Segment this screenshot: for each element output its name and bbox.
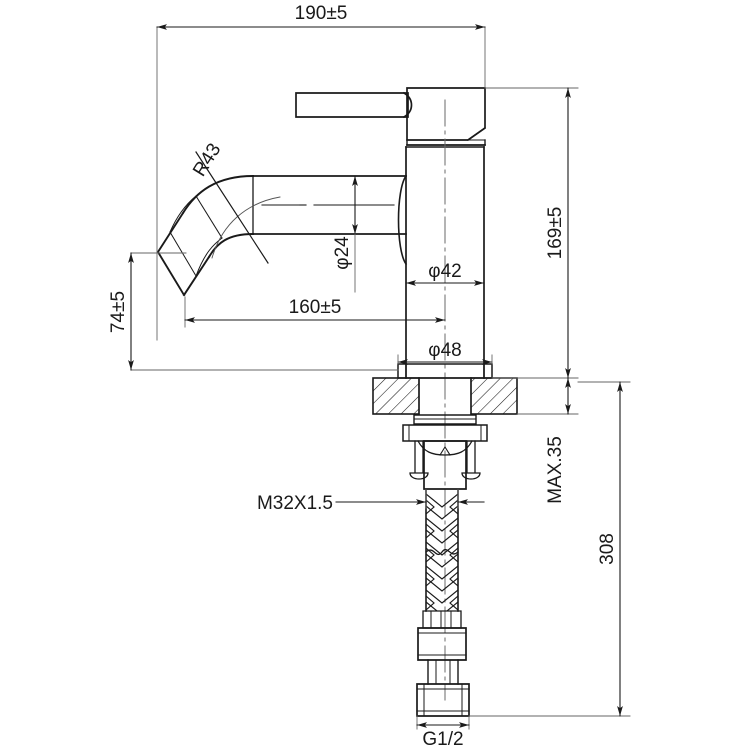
dimension-max35: [516, 377, 579, 415]
dimension-label-190: 190±5: [295, 3, 348, 24]
dimension-label-phi24: φ24: [332, 236, 353, 270]
spout-bend-outlet: [156, 175, 281, 297]
braided-hose: [425, 488, 459, 612]
dimension-g12: [416, 715, 470, 730]
dimension-308: [468, 381, 631, 717]
cartridge-cap: [406, 87, 486, 146]
dimension-label-160: 160±5: [289, 297, 342, 318]
dimension-160: [184, 296, 446, 328]
dimension-phi48: [397, 354, 493, 365]
dimension-label-g12: G1/2: [422, 729, 463, 750]
dimension-label-m32: M32X1.5: [257, 493, 333, 514]
dimension-label-max35: MAX.35: [545, 436, 566, 504]
hose-connector-tube: [427, 659, 459, 685]
dimension-label-phi48: φ48: [428, 340, 461, 361]
inlet-hex-nut: [416, 683, 470, 717]
dimension-74: [128, 252, 399, 371]
radius-leader-line: [195, 151, 269, 264]
lever-handle: [295, 91, 413, 119]
dimension-label-74: 74±5: [108, 291, 129, 333]
dimension-label-phi42: φ42: [428, 261, 461, 282]
dimension-label-308: 308: [597, 533, 618, 565]
dimension-m32: [335, 488, 485, 509]
dimension-label-r43: R43: [189, 140, 225, 181]
spout-tube: [252, 175, 407, 235]
threaded-shank: [423, 440, 467, 490]
dimension-190: [156, 24, 486, 341]
hose-upper-nut: [417, 610, 467, 661]
dimension-label-169: 169±5: [545, 207, 566, 260]
